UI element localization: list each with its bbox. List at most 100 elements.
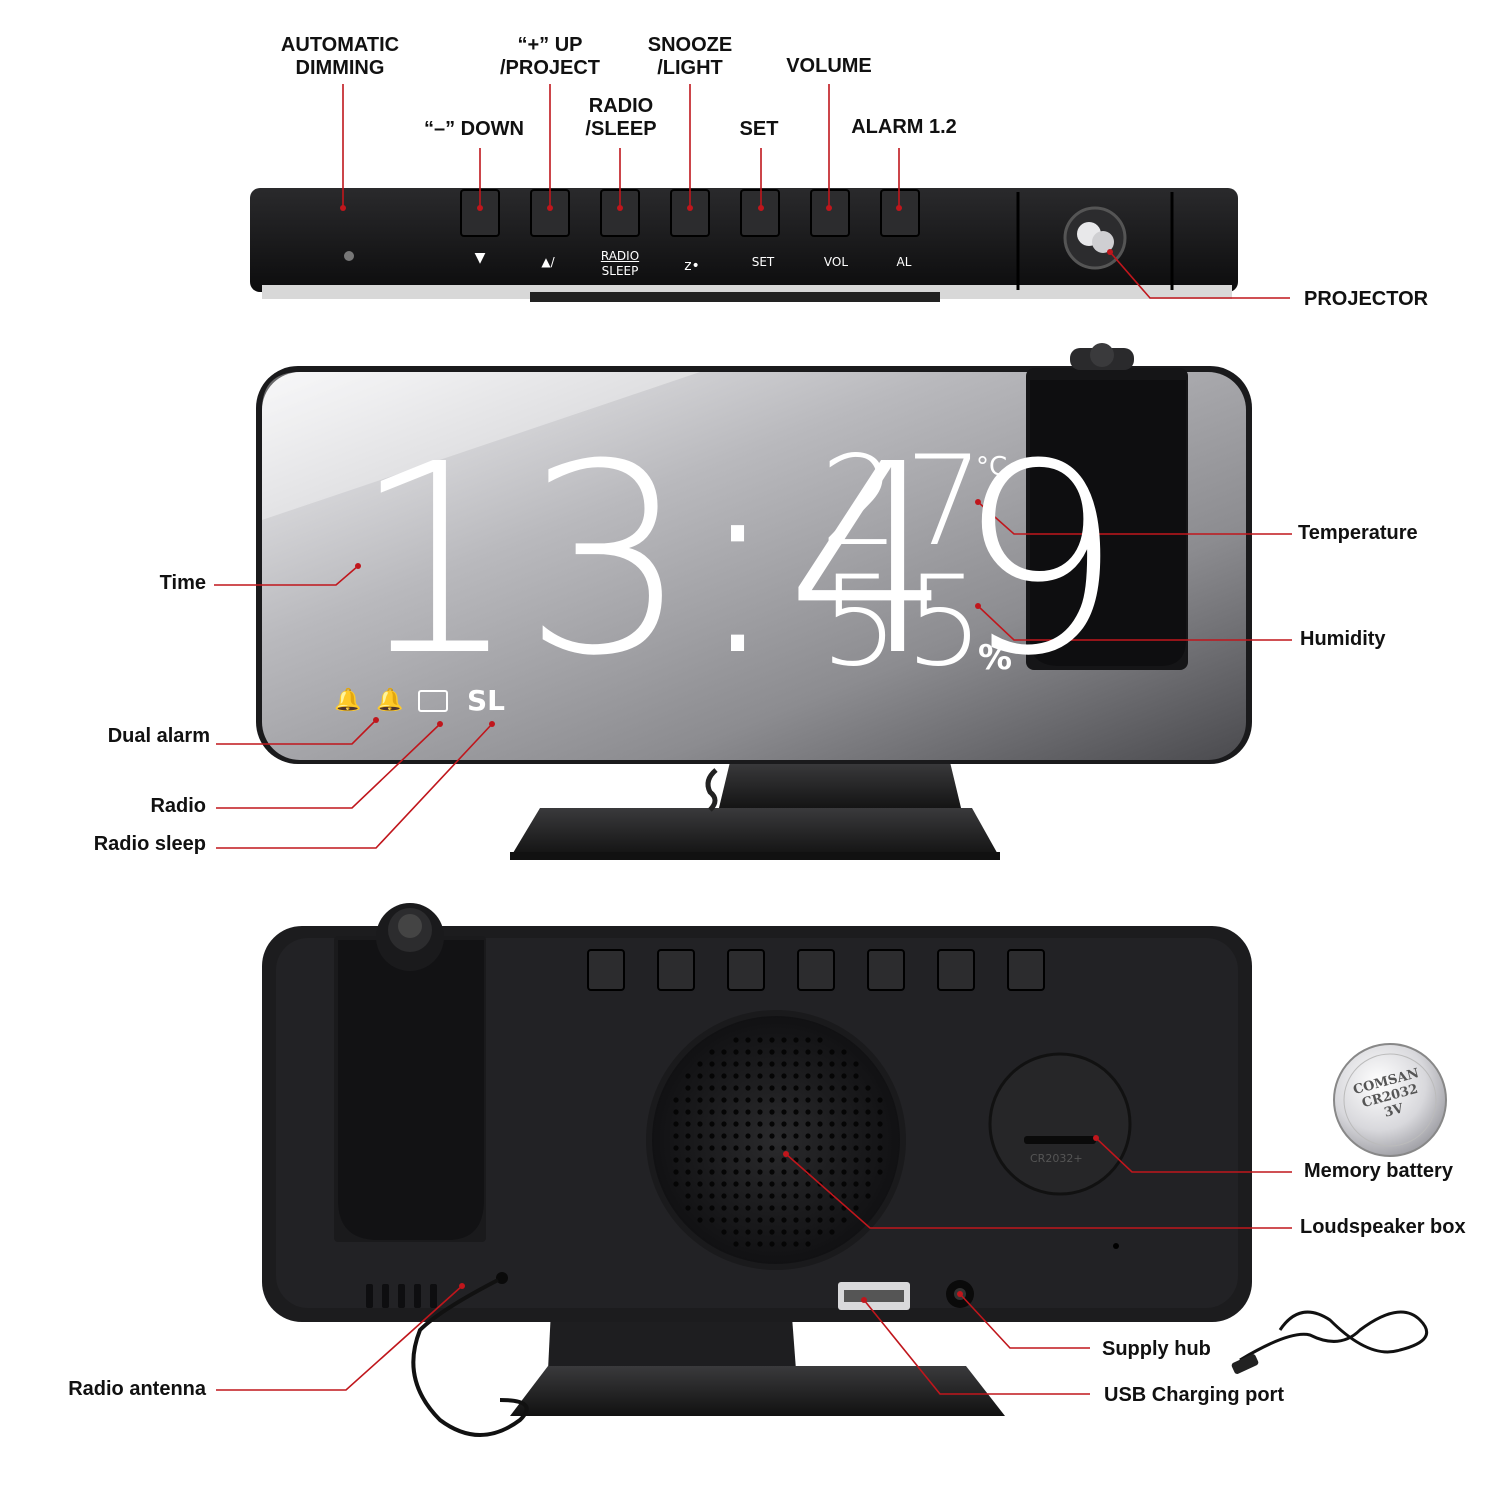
speaker-hole [865,1133,871,1139]
speaker-hole [733,1097,739,1103]
speaker-hole [745,1049,751,1055]
speaker-hole [853,1145,859,1151]
speaker-hole [829,1109,835,1115]
speaker-hole [769,1193,775,1199]
speaker-hole [757,1061,763,1067]
speaker-hole [757,1037,763,1043]
speaker-hole [685,1145,691,1151]
speaker-hole [781,1157,787,1163]
speaker-hole [745,1109,751,1115]
speaker-hole [733,1073,739,1079]
speaker-hole [709,1109,715,1115]
speaker-hole [781,1109,787,1115]
speaker-hole [757,1121,763,1127]
speaker-hole [721,1097,727,1103]
speaker-hole [841,1073,847,1079]
speaker-hole [757,1157,763,1163]
speaker-hole [673,1145,679,1151]
speaker-hole [769,1049,775,1055]
speaker-hole [817,1169,823,1175]
radio-antenna-label: Radio antenna [68,1378,206,1400]
speaker-hole [853,1157,859,1163]
speaker-hole [757,1109,763,1115]
speaker-hole [733,1037,739,1043]
speaker-hole [733,1121,739,1127]
snooze-light-icon: z• [684,258,700,274]
speaker-hole [733,1157,739,1163]
speaker-hole [853,1181,859,1187]
speaker-hole [733,1145,739,1151]
memory-battery-coin [1333,1043,1447,1157]
speaker-hole [853,1073,859,1079]
speaker-hole [841,1217,847,1223]
speaker-hole [769,1073,775,1079]
speaker-hole [781,1169,787,1175]
speaker-hole [769,1241,775,1247]
volume-label: VOLUME [786,55,872,77]
speaker-hole [721,1181,727,1187]
alarm-2-icon: 🔔 [376,688,404,713]
speaker-hole [865,1121,871,1127]
speaker-hole [757,1145,763,1151]
speaker-hole [865,1169,871,1175]
speaker-hole [769,1181,775,1187]
speaker-hole [745,1205,751,1211]
sleep-indicator: SL [467,684,506,717]
down-label: “–” DOWN [424,118,524,140]
speaker-hole [709,1097,715,1103]
speaker-hole [733,1133,739,1139]
speaker-hole [721,1049,727,1055]
speaker-hole [697,1217,703,1223]
speaker-hole [721,1109,727,1115]
speaker-hole [817,1061,823,1067]
speaker-hole [865,1181,871,1187]
speaker-hole [745,1181,751,1187]
speaker-hole [769,1061,775,1067]
al-mark: AL [896,255,912,269]
speaker-hole [865,1157,871,1163]
speaker-hole [721,1085,727,1091]
speaker-hole [721,1133,727,1139]
memory-battery-label: Memory battery [1304,1160,1453,1182]
speaker-hole [673,1097,679,1103]
speaker-hole [853,1169,859,1175]
speaker-hole [793,1121,799,1127]
speaker-hole [709,1217,715,1223]
speaker-hole [697,1145,703,1151]
speaker-hole [793,1229,799,1235]
speaker-hole [853,1193,859,1199]
speaker-hole [829,1073,835,1079]
speaker-hole [721,1217,727,1223]
speaker-hole [733,1181,739,1187]
speaker-hole [865,1193,871,1199]
speaker-hole [709,1049,715,1055]
usb-charging-port-label: USB Charging port [1104,1384,1284,1406]
speaker-hole [745,1241,751,1247]
speaker-hole [757,1229,763,1235]
speaker-hole [829,1229,835,1235]
speaker-hole [733,1205,739,1211]
speaker-hole [817,1145,823,1151]
top-buttons [460,189,920,237]
speaker-hole [685,1073,691,1079]
speaker-hole [745,1097,751,1103]
speaker-hole [841,1157,847,1163]
radio-icon [418,690,448,712]
speaker-hole [865,1085,871,1091]
speaker-hole [709,1085,715,1091]
speaker-hole [697,1073,703,1079]
speaker-hole [685,1133,691,1139]
speaker-hole [733,1109,739,1115]
speaker-hole [697,1181,703,1187]
speaker-hole [769,1121,775,1127]
speaker-hole [733,1229,739,1235]
speaker-hole [757,1241,763,1247]
speaker-hole [793,1133,799,1139]
speaker-hole [721,1229,727,1235]
sleep-mark: SLEEP [601,264,639,278]
speaker-hole [721,1121,727,1127]
speaker-hole [805,1037,811,1043]
speaker-hole [745,1133,751,1139]
speaker-hole [685,1085,691,1091]
